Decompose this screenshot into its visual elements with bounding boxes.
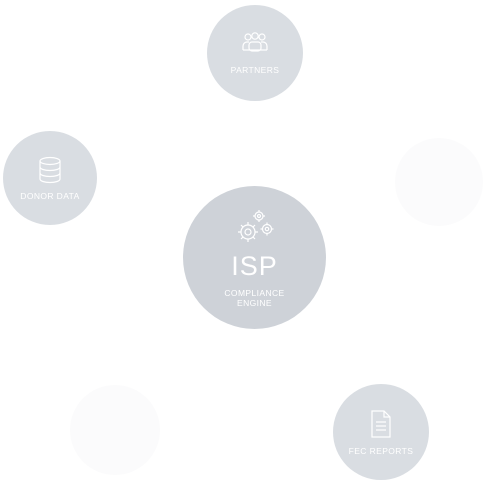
people-icon bbox=[240, 31, 270, 58]
partners-label: PARTNERS bbox=[230, 64, 280, 75]
document-icon bbox=[369, 409, 393, 439]
faint-circle-bottom-left bbox=[70, 385, 160, 475]
isp-compliance-engine-node[interactable]: ISP COMPLIANCE ENGINE bbox=[183, 186, 326, 329]
partners-node[interactable]: PARTNERS bbox=[207, 5, 303, 101]
fec-reports-label: FEC REPORTS bbox=[348, 445, 414, 456]
gears-icon bbox=[233, 207, 277, 247]
faint-circle-right bbox=[395, 138, 483, 226]
donor-data-node[interactable]: DONOR DATA bbox=[3, 131, 97, 225]
donor-data-label: DONOR DATA bbox=[20, 190, 80, 201]
isp-title: ISP bbox=[231, 251, 278, 281]
isp-subtitle-line-2: ENGINE bbox=[237, 298, 272, 308]
database-icon bbox=[38, 156, 62, 184]
isp-subtitle-line-1: COMPLIANCE bbox=[224, 288, 285, 298]
isp-subtitle: COMPLIANCE ENGINE bbox=[224, 288, 284, 308]
fec-reports-node[interactable]: FEC REPORTS bbox=[333, 384, 429, 480]
